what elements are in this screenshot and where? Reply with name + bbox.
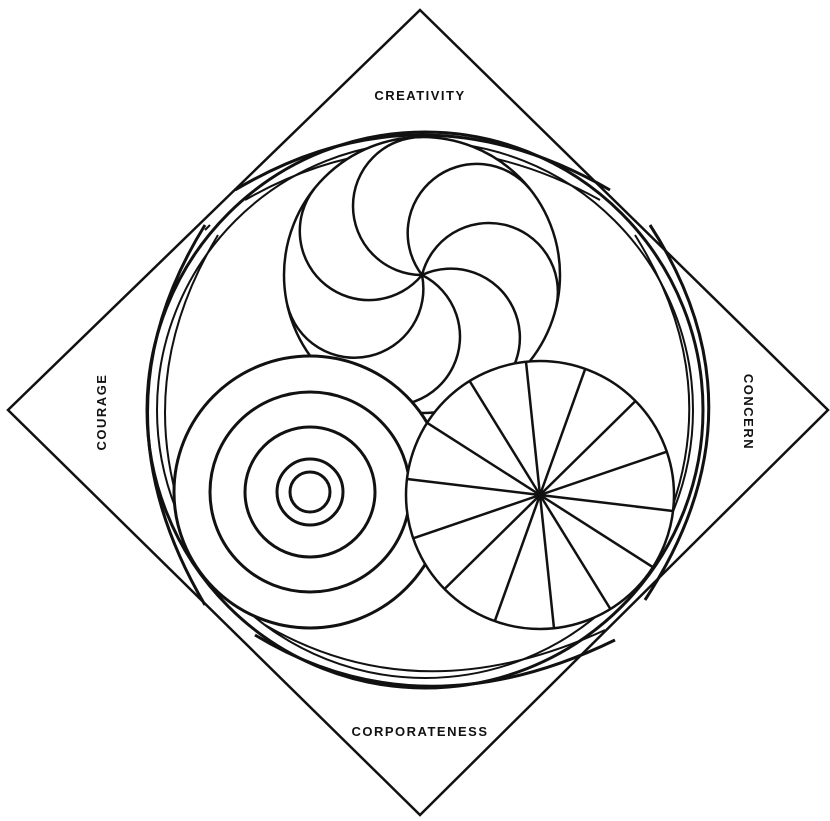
label-corporateness: CORPORATENESS	[352, 724, 489, 739]
label-creativity: CREATIVITY	[374, 88, 465, 103]
label-courage: COURAGE	[94, 374, 109, 451]
spoke-circle	[406, 361, 674, 629]
label-concern: CONCERN	[741, 374, 756, 450]
